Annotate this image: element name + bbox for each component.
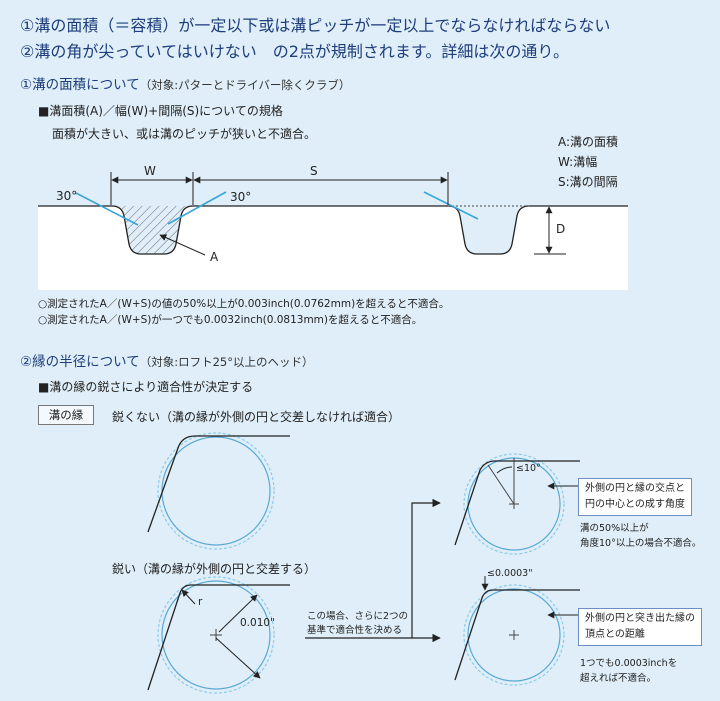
section2-subtitle: （対象:ロフト25°以上のヘッド） <box>139 355 314 369</box>
flow-arrow <box>305 498 441 643</box>
callout-distance: 外側の円と突き出た縁の 頂点との距離 <box>578 608 702 646</box>
a-leader <box>159 234 206 256</box>
label-a: A <box>210 250 219 264</box>
distance-note-2: 超えれば不適合。 <box>580 673 657 684</box>
distance-note-1: 1つでも0.0003inchを <box>580 658 678 669</box>
label-angle-10: ≤10° <box>516 463 541 474</box>
edge-tag: 溝の縁 <box>38 405 94 425</box>
tangent-line-right <box>167 191 227 225</box>
section1-rule: ■溝面積(A)／幅(W)+間隔(S)についての規格 <box>38 104 283 118</box>
section1-subtitle: （対象:パターとドライバー除くクラブ） <box>139 78 351 92</box>
circle-sharp <box>147 576 290 694</box>
arrow-text-1: この場合、さらに2つの <box>307 611 409 622</box>
tangent-line-left <box>75 192 139 226</box>
circle-angle <box>454 453 580 555</box>
label-dist: ≤0.0003" <box>487 568 533 579</box>
angle-note-2: 角度10°以上の場合不適合。 <box>580 538 702 549</box>
label-angle-right: 30° <box>230 190 252 204</box>
header-line-1: ①溝の面積（＝容積）が一定以下或は溝ピッチが一定以上でならなければならない <box>20 16 611 35</box>
tangent-line-second <box>423 191 479 220</box>
note-2: ○測定されたA／(W+S)が一つでも0.0032inch(0.0813mm)を超… <box>38 314 423 326</box>
note-1: ○測定されたA／(W+S)の値の50%以上が0.003inch(0.0762mm… <box>38 298 450 310</box>
groove-profile-line <box>38 205 628 255</box>
header-line-2: ②溝の角が尖っていてはいけない の2点が規制されます。詳細は次の通り。 <box>20 42 570 61</box>
label-w: W <box>144 164 156 178</box>
section1-title: ①溝の面積について（対象:パターとドライバー除くクラブ） <box>20 77 351 93</box>
not-sharp-caption: 鋭くない（溝の縁が外側の円と交差しなければ適合） <box>112 410 401 424</box>
label-r: r <box>198 596 203 608</box>
label-d: D <box>556 222 566 236</box>
section1-desc: 面積が大きい、或は溝のピッチが狭いと不適合。 <box>52 127 317 141</box>
sharp-caption: 鋭い（溝の縁が外側の円と交差する） <box>112 562 317 576</box>
label-s: S <box>310 164 318 178</box>
legend-s: S:溝の間隔 <box>558 175 618 189</box>
legend-a: A:溝の面積 <box>558 135 619 149</box>
circle-distance <box>454 576 580 686</box>
circle-not-sharp <box>147 432 290 550</box>
arrow-text-2: 基準で適合性を決める <box>307 625 403 636</box>
angle-note-1: 溝の50%以上が <box>580 523 649 534</box>
callout-angle: 外側の円と縁の交点と 円の中心との成す角度 <box>578 478 692 516</box>
label-angle-left: 30° <box>56 189 78 203</box>
groove-area-hatch <box>112 206 193 254</box>
legend-w: W:溝幅 <box>558 155 598 169</box>
label-radius: 0.010" <box>240 617 275 629</box>
section2-title: ②縁の半径について（対象:ロフト25°以上のヘッド） <box>20 354 314 370</box>
groove-cross-section <box>38 205 628 290</box>
section2-rule: ■溝の縁の鋭さにより適合性が決定する <box>38 380 254 394</box>
